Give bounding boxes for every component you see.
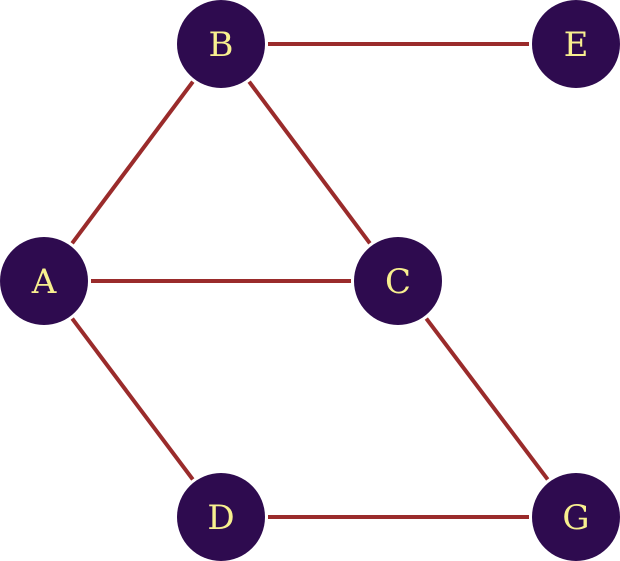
- edges-layer: [70, 42, 550, 519]
- node-label: D: [207, 498, 234, 538]
- edge-A-D: [70, 317, 195, 481]
- node-label: B: [209, 25, 234, 65]
- node-label: A: [31, 262, 57, 302]
- node-circle: [177, 0, 265, 88]
- node-B: B: [177, 0, 265, 88]
- edge-B-C: [247, 80, 372, 245]
- edge-A-B: [70, 80, 195, 245]
- node-label: G: [562, 498, 589, 538]
- node-A: A: [0, 237, 88, 325]
- node-circle: [354, 237, 442, 325]
- edge-C-G: [424, 317, 550, 481]
- node-circle: [0, 237, 88, 325]
- node-C: C: [354, 237, 442, 325]
- node-circle: [532, 0, 620, 88]
- node-circle: [177, 473, 265, 561]
- node-E: E: [532, 0, 620, 88]
- node-G: G: [532, 473, 620, 561]
- node-label: C: [385, 262, 411, 302]
- node-label: E: [564, 25, 589, 65]
- node-circle: [532, 473, 620, 561]
- node-D: D: [177, 473, 265, 561]
